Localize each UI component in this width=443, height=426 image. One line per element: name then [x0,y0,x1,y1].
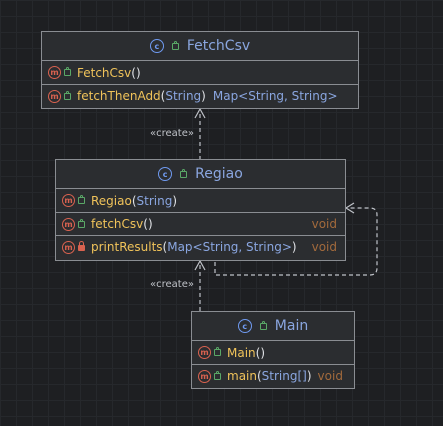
return-type: void [311,217,337,231]
method-icon: m [48,89,61,103]
method-row[interactable]: m Regiao(String) [56,189,345,212]
method-icon: m [198,369,211,383]
paren-close: ) [306,369,312,383]
method-row[interactable]: m Main() [192,341,354,364]
class-header: c Regiao [56,160,345,189]
method-name: Regiao [91,193,132,208]
public-visibility-icon [64,67,71,76]
return-type: void [317,369,343,383]
method-name: printResults [91,240,163,254]
class-name: Main [274,318,309,334]
create-label-fetchcsv: «create» [150,128,194,139]
paren-open: ( [143,217,148,231]
public-visibility-icon [214,347,221,356]
create-label-regiao: «create» [150,279,194,290]
arrowhead-fetchcsv [194,107,206,119]
class-icon: c [158,167,173,181]
return-type: void [311,240,337,254]
arrowhead-self-loop [344,202,355,214]
paren-close: ) [291,240,297,254]
return-type: Map<String, String> [212,89,338,103]
method-icon: m [62,194,75,207]
private-visibility-icon [78,241,85,251]
public-visibility-icon [171,40,179,50]
method-name: Main [227,345,256,360]
edge-regiao-self-loop [214,207,378,276]
arrowhead-regiao [194,259,206,271]
public-visibility-icon [214,370,221,380]
paren-close: ) [135,65,141,80]
method-row[interactable]: m FetchCsv() [42,61,358,84]
method-icon: m [198,346,211,359]
public-visibility-icon [78,195,85,204]
paren-close: ) [147,217,153,231]
param-type: String[] [261,369,307,383]
class-icon: c [149,39,164,53]
method-row[interactable]: m fetchThenAdd(String) Map<String, Strin… [42,84,358,107]
class-main[interactable]: c Main m Main() m main(String[]) void [191,311,355,389]
paren-open: ( [162,240,168,254]
method-row[interactable]: m printResults(Map<String, String>) void [56,235,345,258]
public-visibility-icon [64,90,71,100]
class-regiao[interactable]: c Regiao m Regiao(String) m fetchCsv() v… [55,159,346,261]
paren-open: ( [131,65,136,80]
method-icon: m [48,66,61,79]
method-icon: m [62,240,75,254]
method-icon: m [62,217,75,231]
class-header: c Main [192,312,354,341]
param-type: String [136,193,173,208]
param-type: String [165,89,202,103]
class-name: FetchCsv [186,38,251,54]
paren-close: ) [172,193,178,208]
class-header: c FetchCsv [42,32,358,61]
class-fetchcsv[interactable]: c FetchCsv m FetchCsv() m fetchThenAdd(S… [41,31,359,109]
paren-open: ( [160,89,166,103]
paren-close: ) [260,345,266,360]
method-row[interactable]: m fetchCsv() void [56,212,345,235]
method-name: fetchThenAdd [77,89,161,103]
method-row[interactable]: m main(String[]) void [192,364,354,387]
paren-open: ( [131,193,137,208]
public-visibility-icon [259,320,267,330]
method-name: fetchCsv [91,217,144,231]
paren-open: ( [256,369,262,383]
public-visibility-icon [180,168,188,178]
class-icon: c [237,319,252,333]
paren-close: ) [201,89,206,103]
paren-open: ( [255,345,261,360]
method-name: FetchCsv [77,65,132,80]
public-visibility-icon [78,218,85,228]
class-name: Regiao [195,166,243,182]
param-type: Map<String, String> [167,240,292,254]
method-name: main [227,369,257,383]
